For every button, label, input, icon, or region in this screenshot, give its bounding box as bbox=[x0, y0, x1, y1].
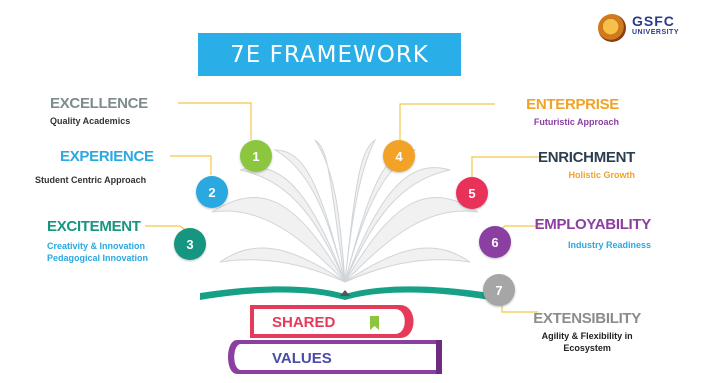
label-enterprise: ENTERPRISE Futuristic Approach bbox=[526, 96, 619, 128]
label-subtitle: Futuristic Approach bbox=[533, 117, 619, 127]
bookmark-icon bbox=[370, 316, 379, 330]
number-circle-3: 3 bbox=[174, 228, 206, 260]
label-experience-sub: Student Centric Approach bbox=[35, 174, 146, 186]
label-enrichment: ENRICHMENT Holistic Growth bbox=[538, 149, 635, 181]
number-circle-5: 5 bbox=[456, 177, 488, 209]
connector-2 bbox=[170, 155, 212, 175]
label-subtitle: Student Centric Approach bbox=[35, 175, 147, 185]
values-book bbox=[228, 340, 442, 374]
number-circle-7: 7 bbox=[483, 274, 515, 306]
shared-label: SHARED bbox=[272, 314, 336, 331]
framework-title: 7E FRAMEWORK bbox=[198, 33, 461, 76]
number-circle-1: 1 bbox=[240, 140, 272, 172]
university-emblem-icon bbox=[598, 14, 626, 42]
label-title: EXCITEMENT bbox=[47, 218, 141, 235]
values-label: VALUES bbox=[272, 350, 332, 367]
label-subtitle-1: Creativity & Innovation bbox=[47, 241, 146, 251]
label-title: EXPERIENCE bbox=[60, 148, 154, 165]
label-extensibility: EXTENSIBILITY Agility & Flexibility in E… bbox=[533, 310, 641, 354]
connector-5 bbox=[471, 156, 540, 177]
number-circle-2: 2 bbox=[196, 176, 228, 208]
label-title: EMPLOYABILITY bbox=[534, 216, 652, 233]
label-employability: EMPLOYABILITY Industry Readiness bbox=[534, 216, 652, 251]
connector-lines bbox=[145, 102, 540, 313]
label-title: ENRICHMENT bbox=[538, 149, 635, 166]
connector-1 bbox=[178, 102, 252, 140]
label-experience: EXPERIENCE bbox=[60, 148, 154, 165]
label-subtitle: Industry Readiness bbox=[567, 240, 651, 250]
number-circle-4: 4 bbox=[383, 140, 415, 172]
logo-name: GSFC bbox=[632, 13, 675, 29]
label-excellence: EXCELLENCE Quality Academics bbox=[50, 95, 148, 127]
label-subtitle-2: Ecosystem bbox=[563, 343, 611, 353]
connector-4 bbox=[399, 103, 495, 140]
label-subtitle-2: Pedagogical Innovation bbox=[47, 253, 149, 263]
logo-subtitle: UNIVERSITY bbox=[632, 29, 680, 36]
book-spine bbox=[340, 290, 350, 296]
shared-book bbox=[250, 305, 414, 338]
label-subtitle: Holistic Growth bbox=[568, 170, 635, 180]
number-circle-6: 6 bbox=[479, 226, 511, 258]
label-subtitle: Quality Academics bbox=[50, 116, 131, 126]
label-excitement: EXCITEMENT Creativity & Innovation Pedag… bbox=[47, 218, 148, 264]
label-title: ENTERPRISE bbox=[526, 96, 619, 113]
label-subtitle-1: Agility & Flexibility in bbox=[541, 331, 633, 341]
open-book-cover bbox=[200, 286, 490, 300]
university-logo: GSFC UNIVERSITY bbox=[598, 12, 690, 46]
label-title: EXCELLENCE bbox=[50, 95, 148, 112]
label-title: EXTENSIBILITY bbox=[533, 310, 641, 327]
